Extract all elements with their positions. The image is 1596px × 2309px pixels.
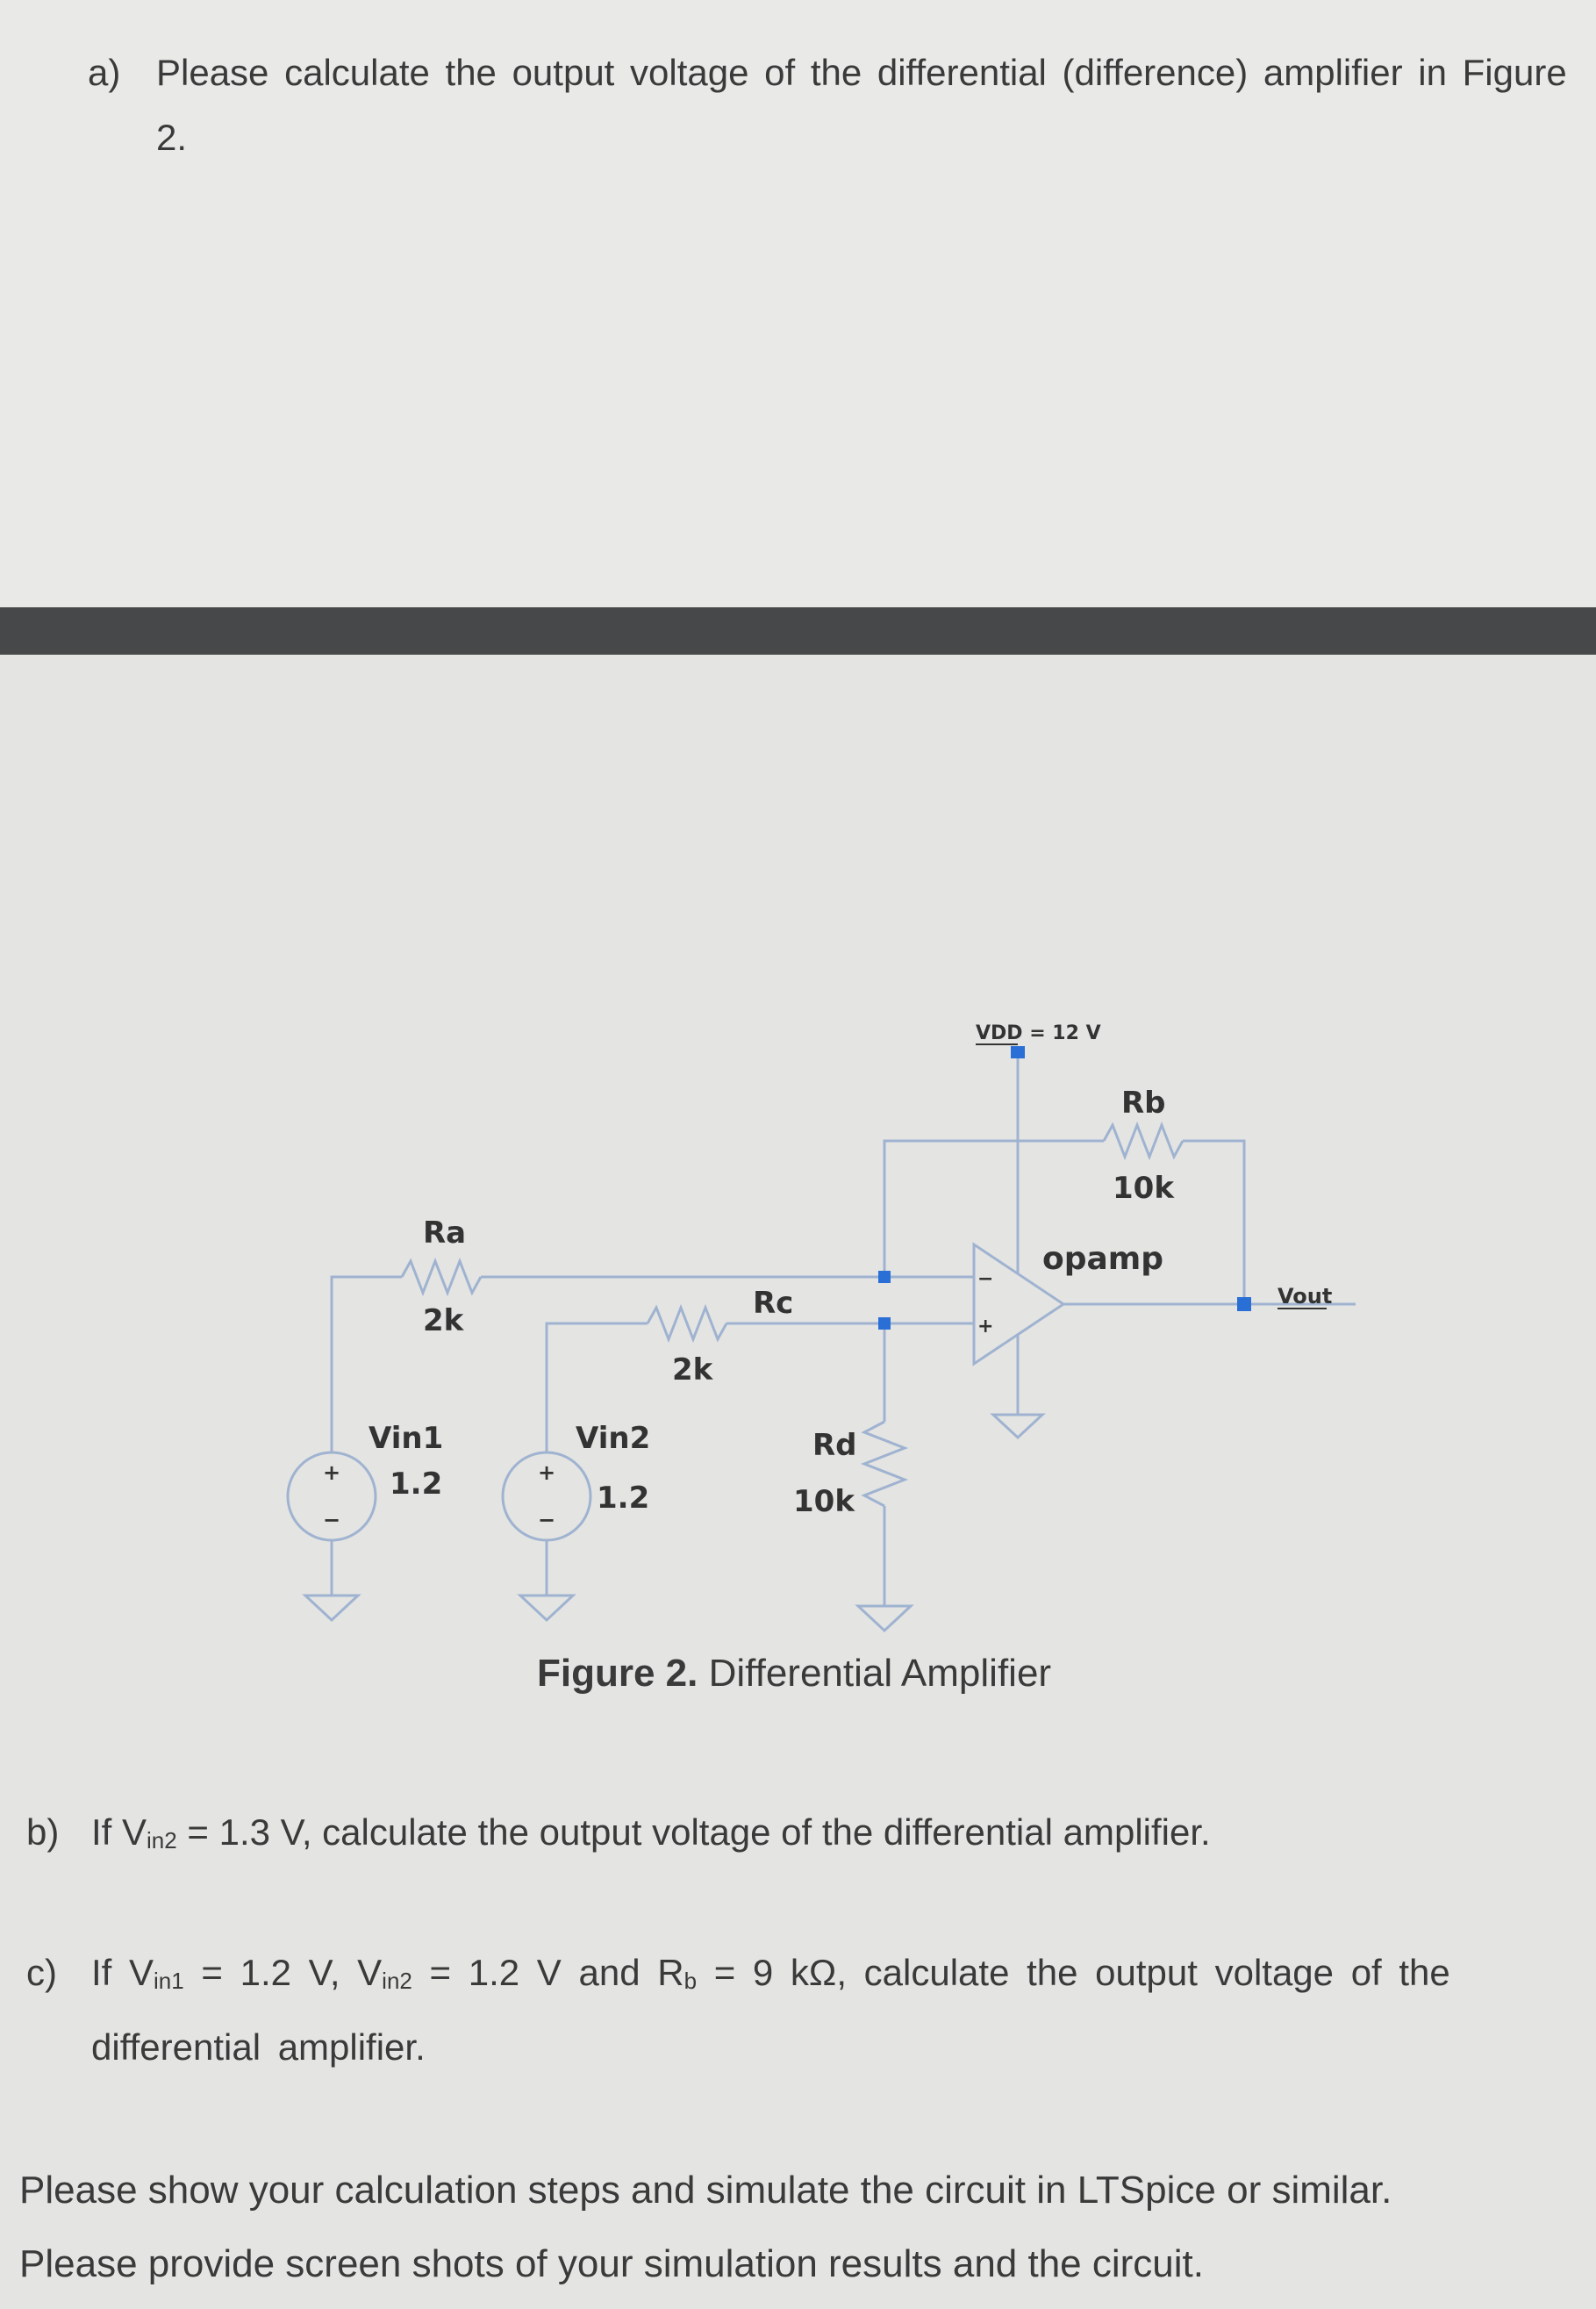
rc-zigzag: [646, 1303, 728, 1344]
ground-vin2: [517, 1594, 576, 1623]
ground-opamp: [990, 1413, 1046, 1440]
question-c-p4: = 9 kΩ, calculate the output voltage of …: [91, 1952, 1450, 2068]
vdd-label: VDD = 12 V: [976, 1022, 1101, 1044]
question-c-label: c): [26, 1952, 57, 1993]
ground-rd: [855, 1604, 914, 1633]
ground-vin1: [302, 1594, 361, 1623]
rd-zigzag: [860, 1420, 909, 1508]
wires: [286, 1053, 1356, 1633]
instructions: Please show your calculation steps and s…: [19, 2154, 1590, 2301]
question-c: c) If Vin1 = 1.2 V, Vin2 = 1.2 V and Rb …: [26, 1940, 1588, 2081]
question-b-label: b): [26, 1811, 60, 1853]
question-c-p2: = 1.2 V, V: [183, 1952, 383, 1993]
question-b: b) If Vin2 = 1.3 V, calculate the output…: [26, 1799, 1571, 1874]
vin1-value: 1.2: [390, 1466, 442, 1502]
question-a: a) Please calculate the output voltage o…: [88, 40, 1571, 170]
noninverting-node: [878, 1317, 891, 1330]
vin2-source-symbol: [501, 1451, 592, 1542]
question-b-sub: in2: [147, 1827, 177, 1854]
section-divider: [0, 607, 1596, 655]
ra-zigzag: [400, 1257, 483, 1297]
question-c-s3: b: [683, 1968, 698, 1994]
question-a-text: Please calculate the output voltage of t…: [156, 52, 1567, 158]
vin2-name: Vin2: [576, 1421, 650, 1456]
question-c-s2: in2: [382, 1968, 412, 1994]
question-a-panel: [0, 0, 1596, 607]
nodes: [878, 1046, 1251, 1330]
rc-value: 2k: [672, 1352, 714, 1388]
figure-panel: [0, 655, 1596, 2309]
vout-label: Vout: [1278, 1284, 1332, 1309]
question-b-pre: If V: [91, 1811, 147, 1853]
question-c-text: If Vin1 = 1.2 V, Vin2 = 1.2 V and Rb = 9…: [26, 1940, 1588, 2081]
question-b-text: If Vin2 = 1.3 V, calculate the output vo…: [26, 1799, 1571, 1874]
instructions-line-2: Please provide screen shots of your simu…: [19, 2242, 1204, 2285]
question-b-post: = 1.3 V, calculate the output voltage of…: [176, 1811, 1211, 1853]
question-a-label: a): [88, 52, 121, 93]
rb-value: 10k: [1113, 1171, 1175, 1206]
wire-vin1-ra: [330, 1275, 402, 1452]
ra-value: 2k: [423, 1303, 465, 1338]
vin2-minus: −: [538, 1508, 555, 1532]
vin1-plus: +: [323, 1460, 340, 1485]
vdd-node: [1011, 1046, 1025, 1058]
inverting-node: [878, 1271, 891, 1283]
wire-feedback-right: [1183, 1139, 1246, 1304]
ra-name: Ra: [423, 1215, 466, 1251]
rb-zigzag: [1102, 1121, 1184, 1161]
vin2-plus: +: [538, 1460, 555, 1485]
vout-node: [1237, 1297, 1251, 1311]
vin1-source-symbol: [286, 1451, 377, 1542]
figure-caption: Figure 2. Differential Amplifier: [537, 1652, 1051, 1696]
figure-caption-prefix: Figure 2.: [537, 1652, 698, 1695]
wire-vin2-rc: [545, 1322, 648, 1452]
labels: VDD = 12 V Rb 10k opamp Ra 2k Rc 2k Rd 1…: [323, 1022, 1332, 1532]
wire-feedback-left: [883, 1139, 1104, 1277]
rd-name: Rd: [812, 1428, 857, 1463]
vin2-value: 1.2: [597, 1481, 649, 1516]
vin1-name: Vin1: [369, 1421, 443, 1456]
question-c-p3: = 1.2 V and R: [412, 1952, 684, 1993]
opamp-symbol: [972, 1242, 1066, 1366]
rd-value: 10k: [793, 1484, 855, 1519]
rc-name: Rc: [753, 1286, 793, 1321]
rb-name: Rb: [1121, 1086, 1166, 1121]
question-c-p1: If V: [91, 1952, 154, 1993]
opamp-plus: +: [977, 1316, 993, 1337]
instructions-line-1: Please show your calculation steps and s…: [19, 2169, 1392, 2212]
figure-caption-title: Differential Amplifier: [708, 1652, 1052, 1695]
question-c-s1: in1: [154, 1968, 184, 1994]
vin1-minus: −: [323, 1508, 340, 1532]
opamp-minus: −: [977, 1268, 993, 1290]
opamp-label: opamp: [1042, 1241, 1163, 1277]
